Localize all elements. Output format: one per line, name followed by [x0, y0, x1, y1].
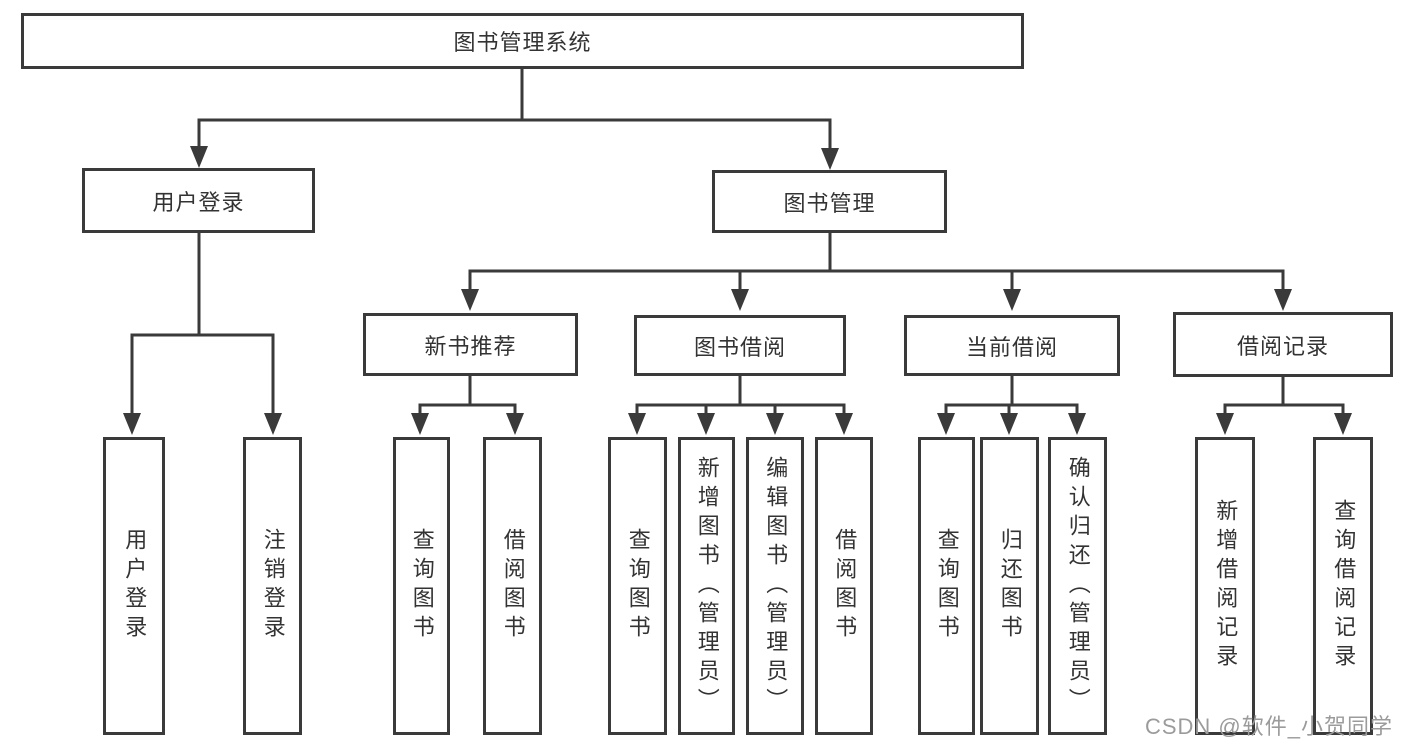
leaf-add-books-admin-label: 新增图书（管理员） [694, 455, 720, 717]
leaf-add-borrow-record-label: 新增借阅记录 [1213, 499, 1239, 673]
leaf-query-books-2-label: 查询图书 [625, 528, 651, 644]
leaf-query-borrow-record-label: 查询借阅记录 [1331, 499, 1357, 673]
leaf-confirm-return-admin: 确认归还（管理员） [1048, 437, 1107, 735]
leaf-query-books-1: 查询图书 [393, 437, 450, 735]
leaf-query-books-3: 查询图书 [918, 437, 975, 735]
leaf-borrow-books-1: 借阅图书 [483, 437, 542, 735]
node-book-management: 图书管理 [712, 170, 947, 233]
leaf-query-books-2: 查询图书 [608, 437, 667, 735]
leaf-borrow-books-1-label: 借阅图书 [500, 528, 526, 644]
leaf-query-books-3-label: 查询图书 [934, 528, 960, 644]
node-current-borrow-label: 当前借阅 [965, 334, 1058, 360]
csdn-watermark: CSDN @软件_小贺同学 [1144, 714, 1393, 739]
leaf-confirm-return-admin-label: 确认归还（管理员） [1065, 455, 1091, 717]
leaf-user-login-label: 用户登录 [122, 528, 148, 644]
leaf-query-books-1-label: 查询图书 [409, 528, 435, 644]
leaf-add-books-admin: 新增图书（管理员） [678, 437, 735, 735]
leaf-user-login: 用户登录 [103, 437, 165, 735]
leaf-logout: 注销登录 [243, 437, 302, 735]
node-borrow-records: 借阅记录 [1173, 312, 1393, 377]
leaf-borrow-books-2-label: 借阅图书 [832, 528, 858, 644]
leaf-edit-books-admin-label: 编辑图书（管理员） [763, 455, 789, 717]
node-book-management-label: 图书管理 [783, 190, 876, 216]
node-new-book-recommend-label: 新书推荐 [424, 333, 517, 359]
node-borrow-records-label: 借阅记录 [1236, 333, 1329, 359]
leaf-add-borrow-record: 新增借阅记录 [1195, 437, 1255, 735]
leaf-query-borrow-record: 查询借阅记录 [1313, 437, 1373, 735]
leaf-return-books-label: 归还图书 [997, 528, 1023, 644]
node-new-book-recommend: 新书推荐 [363, 313, 578, 376]
leaf-return-books: 归还图书 [980, 437, 1039, 735]
node-book-borrow-label: 图书借阅 [693, 334, 786, 360]
node-book-borrow: 图书借阅 [634, 315, 846, 376]
leaf-edit-books-admin: 编辑图书（管理员） [746, 437, 804, 735]
node-current-borrow: 当前借阅 [904, 315, 1120, 376]
node-root: 图书管理系统 [21, 13, 1024, 69]
node-root-label: 图书管理系统 [453, 30, 592, 55]
node-user-login-label: 用户登录 [152, 189, 245, 215]
node-user-login: 用户登录 [82, 168, 315, 233]
leaf-borrow-books-2: 借阅图书 [815, 437, 873, 735]
leaf-logout-label: 注销登录 [260, 528, 286, 644]
